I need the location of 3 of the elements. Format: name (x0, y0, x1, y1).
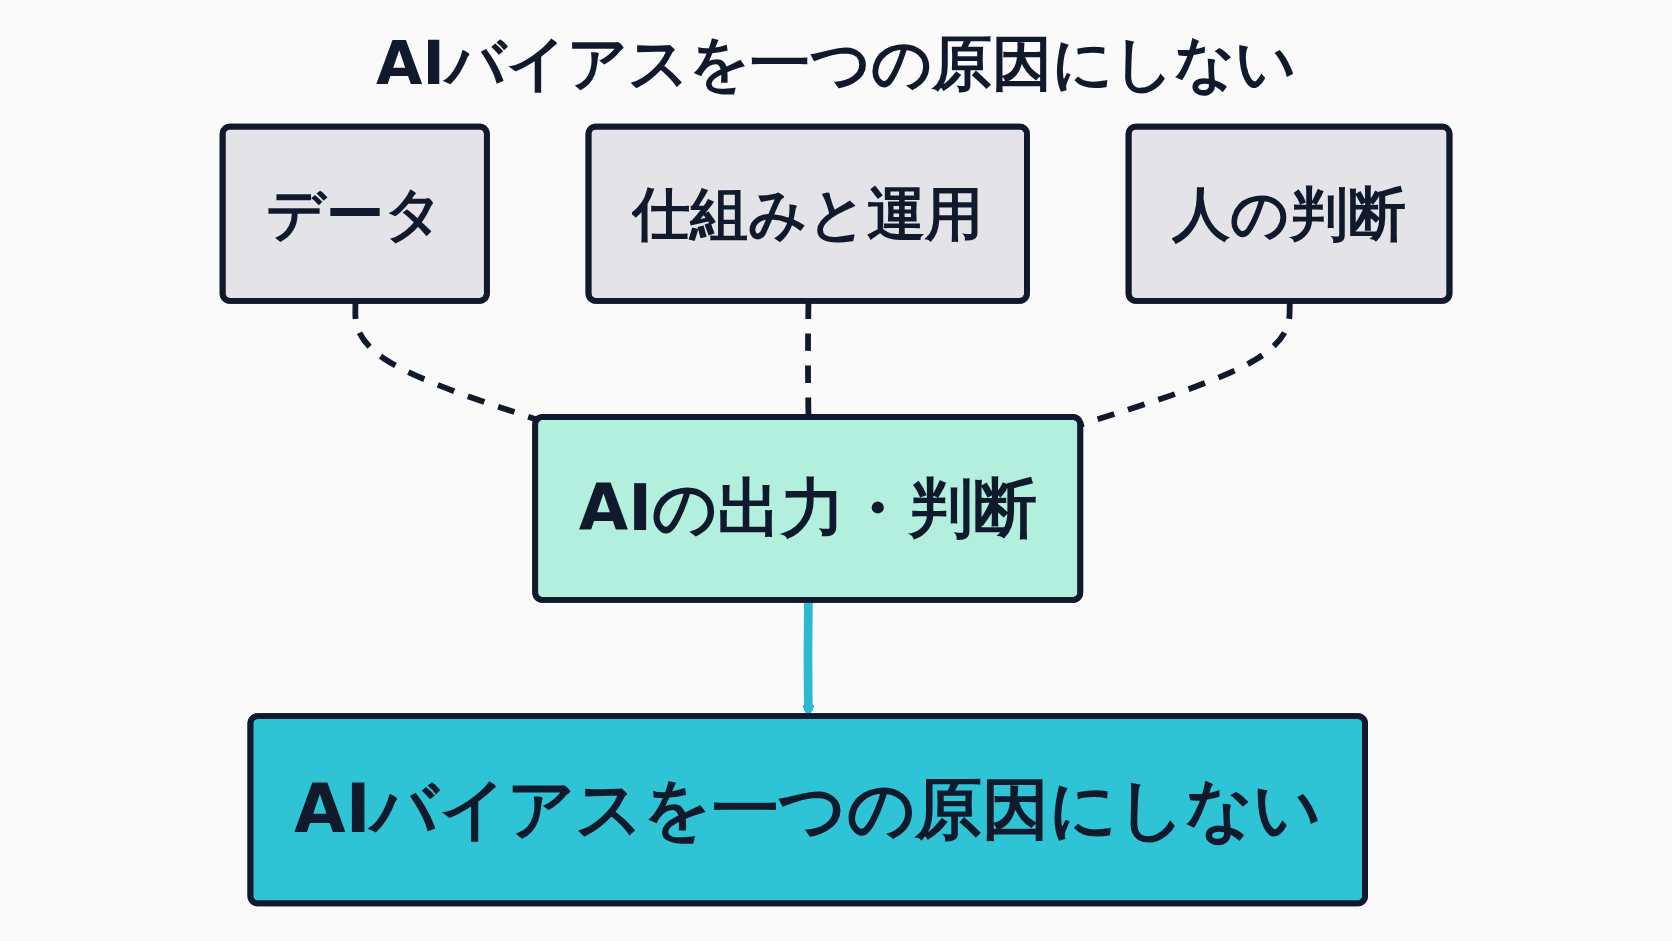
connector (352, 301, 539, 423)
diagram-title: AIバイアスを一つの原因にしない (375, 27, 1297, 100)
connector (1080, 301, 1293, 428)
